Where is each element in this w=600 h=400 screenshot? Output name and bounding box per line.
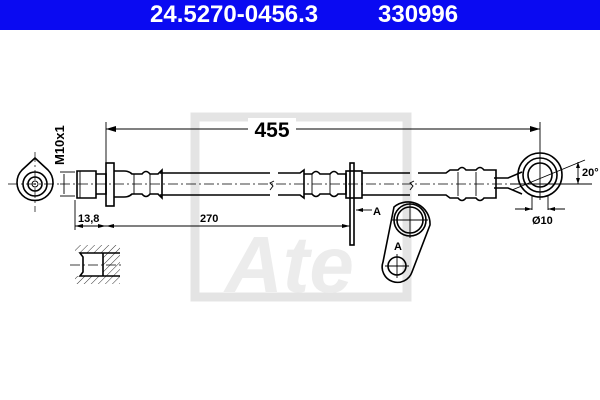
hose xyxy=(60,162,523,246)
bracket-distance-label: 270 xyxy=(200,213,218,225)
bracket-detail xyxy=(381,201,431,284)
part-number: 24.5270-0456.3 xyxy=(150,1,319,28)
ate-watermark: Ate xyxy=(190,112,412,309)
reference-number: 330996 xyxy=(378,1,459,28)
fitting-length-label: 13,8 xyxy=(78,213,99,225)
thread-label: M10x1 xyxy=(52,125,67,165)
eye-angle-label: 20° xyxy=(582,167,599,179)
banjo-eye xyxy=(510,152,592,211)
title-bar: 24.5270-0456.3 330996 xyxy=(0,0,600,30)
eye-diameter-label: Ø10 xyxy=(532,215,553,227)
left-end-view xyxy=(8,152,62,212)
svg-text:Ate: Ate xyxy=(223,220,354,309)
section-label: A xyxy=(373,206,381,218)
port-section-view xyxy=(70,245,124,284)
detail-label: A xyxy=(394,241,402,253)
overall-length-label: 455 xyxy=(254,119,289,142)
